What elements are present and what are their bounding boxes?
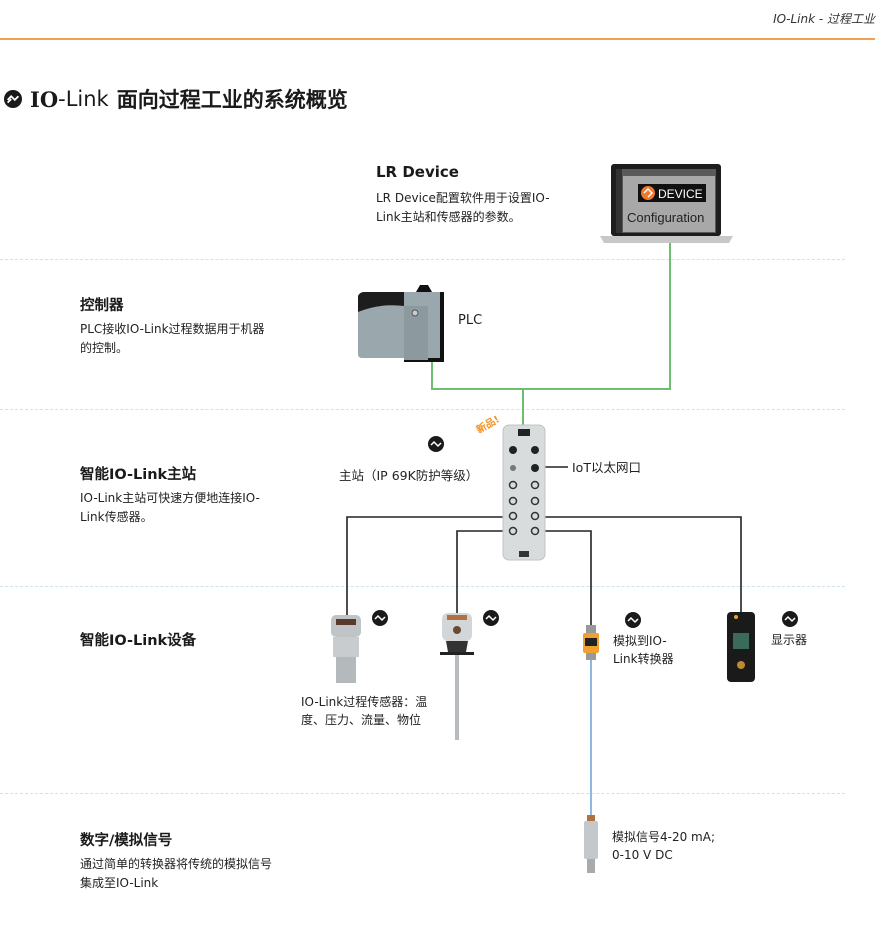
sensors-label: IO-Link过程传感器：温 度、压力、流量、物位 (301, 693, 427, 729)
signals-desc-line1: 通过简单的转换器将传统的模拟信号 (80, 857, 273, 871)
pressure-sensor-graphic (331, 615, 361, 683)
controller-title: 控制器 (80, 298, 124, 314)
analog-sensor-graphic (584, 815, 598, 873)
io-link-icon (428, 436, 444, 452)
lr-device-desc-line1: LR Device配置软件用于设置IO- (376, 191, 550, 205)
master-label: 主站（IP 69K防护等级） (339, 468, 479, 483)
controller-desc-line2: 的控制。 (80, 341, 129, 355)
io-link-cables (346, 466, 742, 625)
title-link: -Link (58, 87, 109, 111)
header-divider (0, 38, 875, 40)
iot-port-label: IoT以太网口 (572, 460, 641, 475)
controller-desc: PLC接收IO-Link过程数据用于机器 的控制。 (80, 320, 265, 358)
signals-desc-line2: 集成至IO-Link (80, 876, 159, 890)
master-desc-line1: IO-Link主站可快速方便地连接IO- (80, 491, 260, 505)
display-device-graphic (727, 612, 755, 682)
title-io: IO (30, 86, 59, 112)
plc-graphic (358, 285, 444, 362)
master-desc: IO-Link主站可快速方便地连接IO- Link传感器。 (80, 489, 260, 527)
signals-desc: 通过简单的转换器将传统的模拟信号 集成至IO-Link (80, 855, 272, 893)
analog-signal-label: 模拟信号4-20 mA; 0-10 V DC (612, 828, 715, 864)
master-title: 智能IO-Link主站 (80, 467, 197, 483)
lr-device-desc: LR Device配置软件用于设置IO- Link主站和传感器的参数。 (376, 189, 550, 227)
converter-label-line2: Link转换器 (613, 652, 674, 666)
converter-label: 模拟到IO- Link转换器 (613, 632, 674, 668)
lr-device-desc-line2: Link主站和传感器的参数。 (376, 210, 521, 224)
sensors-label-line2: 度、压力、流量、物位 (301, 713, 422, 727)
laptop-graphic (600, 164, 733, 243)
io-link-icon (625, 612, 641, 628)
laptop-caption: Configuration (627, 210, 704, 225)
analog-signal-line1: 模拟信号4-20 mA; (612, 830, 715, 844)
section-separator (0, 586, 845, 587)
analog-signal-line2: 0-10 V DC (612, 848, 673, 862)
devices-title: 智能IO-Link设备 (80, 633, 197, 649)
section-separator (0, 793, 845, 794)
temperature-sensor-graphic (440, 613, 474, 740)
io-link-icon (372, 610, 388, 626)
lr-device-title: LR Device (376, 163, 459, 181)
plc-label: PLC (458, 313, 483, 328)
io-link-icon (483, 610, 499, 626)
converter-label-line1: 模拟到IO- (613, 634, 667, 648)
section-separator (0, 259, 845, 260)
signals-title: 数字/模拟信号 (80, 833, 173, 849)
page-title: IO -Link 面向过程工业的系统概览 (4, 84, 348, 114)
section-separator (0, 409, 845, 410)
io-link-master-graphic (502, 424, 546, 561)
controller-desc-line1: PLC接收IO-Link过程数据用于机器 (80, 322, 265, 336)
display-label: 显示器 (771, 633, 808, 647)
master-desc-line2: Link传感器。 (80, 510, 153, 524)
io-link-icon (782, 611, 798, 627)
ethernet-connection (431, 243, 671, 425)
analog-converter-graphic (583, 625, 599, 660)
laptop-brand: DEVICE (658, 187, 703, 201)
header-tag: IO-Link - 过程工业 (773, 12, 875, 26)
title-text: 面向过程工业的系统概览 (116, 88, 348, 112)
sensors-label-line1: IO-Link过程传感器：温 (301, 695, 428, 709)
io-link-logo-icon (4, 90, 22, 108)
